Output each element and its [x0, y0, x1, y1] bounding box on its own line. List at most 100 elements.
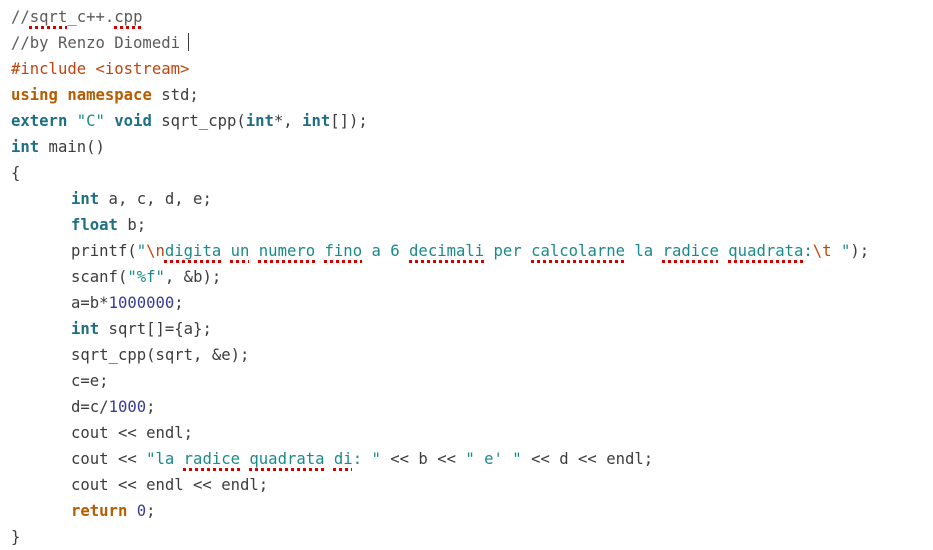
code-token: ); [850, 242, 870, 260]
code-line: a=b*1000000; [11, 290, 184, 316]
code-token [249, 242, 258, 260]
code-token: int [71, 320, 100, 338]
code-token: fino [324, 242, 363, 260]
code-token [240, 450, 249, 468]
code-token: sqrt_cpp( [151, 112, 246, 130]
code-line: sqrt_cpp(sqrt, &e); [11, 342, 249, 368]
code-line: extern "C" void sqrt_cpp(int*, int[]); [11, 108, 368, 134]
code-line: float b; [11, 212, 146, 238]
code-line: cout << "la radice quadrata di: " << b <… [11, 446, 653, 472]
code-line: c=e; [11, 368, 109, 394]
code-token [127, 502, 136, 520]
code-token: , &b); [164, 268, 222, 286]
code-token: int [11, 138, 40, 156]
code-token: //by Renzo Diomedi [11, 34, 180, 52]
text-cursor [188, 33, 189, 51]
code-line: #include <iostream> [11, 56, 189, 82]
code-token: un [230, 242, 250, 260]
code-token: calcolarne [531, 242, 625, 260]
code-line: int main() [11, 134, 105, 160]
code-token: cout << endl; [71, 424, 194, 442]
code-line: int a, c, d, e; [11, 186, 212, 212]
code-token [105, 112, 114, 130]
code-token: " [831, 242, 851, 260]
code-line: printf("\ndigita un numero fino a 6 deci… [11, 238, 869, 264]
code-line: d=c/1000; [11, 394, 156, 420]
code-token: extern [11, 112, 68, 130]
code-token [325, 450, 334, 468]
code-token: 1000 [108, 398, 147, 416]
code-token [67, 112, 76, 130]
code-token: sqrt_cpp(sqrt, &e); [71, 346, 250, 364]
code-token: radice [662, 242, 719, 260]
code-token: digita [164, 242, 222, 260]
code-token: scanf( [71, 268, 128, 286]
code-token [719, 242, 728, 260]
code-token: quadrata [728, 242, 804, 260]
code-token: \t [812, 242, 832, 260]
code-line: cout << endl; [11, 420, 193, 446]
code-token: "%f" [127, 268, 165, 286]
code-token [315, 242, 324, 260]
code-token: int [71, 190, 100, 208]
code-token: ; [174, 294, 184, 312]
code-token: *, [273, 112, 303, 130]
code-line: return 0; [11, 498, 156, 524]
code-token: cout << endl << endl; [71, 476, 269, 494]
code-token: void [114, 112, 152, 130]
code-token: } [11, 528, 21, 546]
code-line: } [11, 524, 20, 550]
code-line: { [11, 160, 20, 186]
code-token: \n [146, 242, 165, 260]
code-token: cpp [114, 8, 143, 26]
code-token: sqrt[]={a}; [99, 320, 212, 338]
code-token: []); [330, 112, 368, 130]
code-token: namespace [67, 86, 152, 104]
code-token: 0 [136, 502, 147, 520]
code-token: float [71, 216, 118, 234]
code-token: " [136, 242, 147, 260]
code-line: cout << endl << endl; [11, 472, 268, 498]
code-token: la [625, 242, 663, 260]
code-token: << d << endl; [521, 450, 654, 468]
code-token: quadrata [249, 450, 325, 468]
code-token: : " [352, 450, 381, 468]
code-token: radice [183, 450, 241, 468]
code-token: di [333, 450, 353, 468]
code-token: : [803, 242, 813, 260]
code-token: int [302, 112, 331, 130]
code-token [58, 86, 67, 104]
code-token: c=e; [71, 372, 109, 390]
code-token: ; [146, 398, 156, 416]
code-line: using namespace std; [11, 82, 199, 108]
code-token: "C" [76, 112, 105, 130]
code-token: main() [39, 138, 105, 156]
code-token: std; [151, 86, 199, 104]
code-token: "la [146, 450, 184, 468]
code-token: ; [146, 502, 156, 520]
code-token: 1000000 [108, 294, 175, 312]
code-line: //by Renzo Diomedi [11, 30, 180, 56]
code-token: a 6 [362, 242, 410, 260]
code-token: " e' " [465, 450, 522, 468]
code-token: cout << [71, 450, 147, 468]
code-line: int sqrt[]={a}; [11, 316, 212, 342]
code-token: _c++. [67, 8, 115, 26]
code-token: return [71, 502, 128, 520]
code-token: { [11, 164, 21, 182]
code-token: sqrt [29, 8, 68, 26]
code-token: decimali [409, 242, 485, 260]
code-token: a=b* [71, 294, 109, 312]
code-line: //sqrt_c++.cpp [11, 4, 142, 30]
code-token: b; [117, 216, 147, 234]
code-token: per [484, 242, 532, 260]
code-token: using [11, 86, 58, 104]
code-token: printf( [71, 242, 137, 260]
code-token: a, c, d, e; [99, 190, 212, 208]
code-token: #include <iostream> [11, 60, 190, 78]
code-token: int [245, 112, 274, 130]
code-token: // [11, 8, 30, 26]
code-token: d=c/ [71, 398, 109, 416]
code-token [221, 242, 230, 260]
